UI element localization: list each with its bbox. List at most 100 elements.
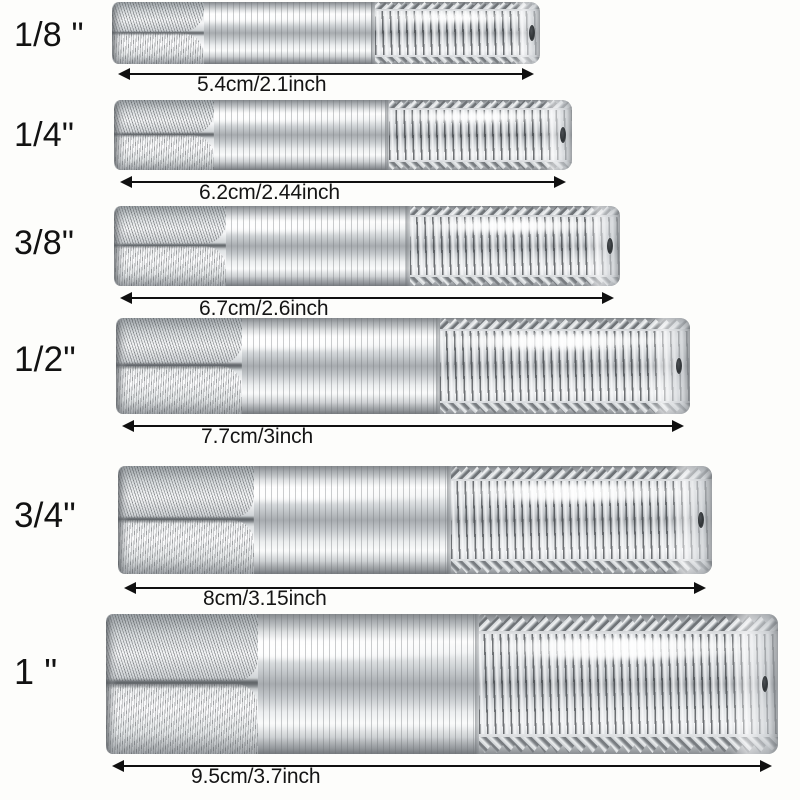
dimension-label: 5.4cm/2.1inch: [197, 73, 327, 96]
drive-facet-split: [114, 242, 226, 249]
thread-crest-bot: [451, 560, 712, 574]
tap-threaded-section: [389, 100, 572, 170]
drive-facet-bot: [114, 135, 214, 170]
pipe-tap-tool: [116, 318, 690, 414]
size-label: 1 ": [14, 651, 58, 692]
pipe-tap-tool: [106, 614, 778, 754]
tap-flutes: [214, 100, 389, 170]
thread-center-hole: [762, 676, 769, 692]
dimension-arrow: [122, 420, 684, 432]
drive-facet-top: [112, 2, 204, 32]
drive-cap: [114, 206, 125, 286]
thread-lead-taper: [542, 100, 572, 170]
arrow-head-right: [602, 292, 614, 304]
tap-square-drive-end: [118, 466, 254, 574]
drive-facet-split: [118, 515, 254, 524]
thread-lead-taper: [730, 614, 778, 754]
dimension-arrow: [118, 68, 534, 80]
size-label: 1/4": [14, 116, 75, 154]
arrow-bar: [126, 297, 608, 299]
thread-crest-top: [389, 100, 572, 109]
drive-cap: [112, 2, 123, 64]
thread-crest-top: [375, 2, 540, 10]
tap-flutes: [242, 318, 440, 414]
thread-gloss: [456, 484, 686, 501]
drive-cap: [116, 318, 127, 414]
arrow-bar: [126, 181, 560, 183]
thread-crest-bot: [479, 736, 778, 754]
drive-facet-split: [114, 132, 214, 138]
tap-flutes: [204, 2, 375, 64]
tap-threaded-section: [440, 318, 690, 414]
arrow-bar: [128, 425, 678, 427]
thread-lead-taper: [513, 2, 540, 64]
drive-facet-bot: [106, 684, 258, 754]
arrow-head-right: [694, 582, 706, 594]
drive-facet-bot: [114, 246, 226, 286]
thread-crest-top: [410, 206, 620, 216]
tap-flutes: [254, 466, 451, 574]
pipe-tap-tool: [114, 206, 620, 286]
drive-cap: [106, 614, 117, 754]
dimension-label: 7.7cm/3inch: [201, 425, 314, 448]
dimension-label: 9.5cm/3.7inch: [191, 765, 321, 788]
thread-center-hole: [697, 512, 704, 528]
drive-facet-top: [114, 206, 226, 245]
arrow-head-right: [760, 760, 772, 772]
drive-facet-split: [106, 678, 258, 689]
drive-facet-top: [114, 100, 214, 134]
thread-center-hole: [676, 358, 682, 374]
thread-center-hole: [607, 238, 614, 254]
tap-flutes: [258, 614, 479, 754]
dimension-arrow: [120, 292, 614, 304]
thread-gloss: [392, 111, 554, 123]
size-label: 1/2": [14, 340, 76, 379]
drive-facet-top: [116, 318, 242, 365]
drive-cap: [118, 466, 129, 574]
tap-square-drive-end: [114, 206, 226, 286]
thread-gloss: [445, 334, 665, 349]
pipe-tap-tool: [114, 100, 572, 170]
thread-crest-top: [479, 614, 778, 632]
thread-gloss: [378, 12, 524, 22]
tap-flutes: [226, 206, 410, 286]
thread-lead-taper: [650, 318, 690, 414]
drive-facet-split: [112, 30, 204, 35]
thread-center-hole: [560, 127, 567, 143]
pipe-tap-tool: [112, 2, 540, 64]
dimension-label: 6.7cm/2.6inch: [199, 297, 329, 320]
size-label: 3/4": [14, 496, 76, 535]
thread-lead-taper: [586, 206, 620, 286]
thread-gloss: [484, 637, 749, 659]
size-label: 1/8 ": [14, 16, 84, 54]
arrow-bar: [118, 765, 766, 767]
tap-square-drive-end: [106, 614, 258, 754]
tap-square-drive-end: [112, 2, 204, 64]
tap-square-drive-end: [116, 318, 242, 414]
dimension-label: 6.2cm/2.44inch: [199, 181, 341, 204]
thread-crest-bot: [389, 161, 572, 170]
drive-facet-bot: [112, 33, 204, 64]
drive-facet-split: [116, 362, 242, 369]
tap-threaded-section: [410, 206, 620, 286]
thread-crest-bot: [440, 402, 690, 414]
dimension-arrow: [112, 760, 772, 772]
drive-facet-top: [106, 614, 258, 682]
pipe-tap-tool: [118, 466, 712, 574]
arrow-bar: [130, 587, 700, 589]
thread-gloss: [414, 219, 599, 232]
dimension-label: 8cm/3.15inch: [203, 587, 327, 610]
arrow-bar: [124, 73, 528, 75]
tap-threaded-section: [451, 466, 712, 574]
tap-threaded-section: [479, 614, 778, 754]
drive-cap: [114, 100, 125, 170]
arrow-head-right: [672, 420, 684, 432]
drive-facet-bot: [116, 366, 242, 414]
drive-facet-top: [118, 466, 254, 518]
thread-lead-taper: [670, 466, 712, 574]
drive-facet-bot: [118, 520, 254, 574]
dimension-arrow: [124, 582, 706, 594]
arrow-head-right: [554, 176, 566, 188]
thread-crest-bot: [375, 56, 540, 64]
